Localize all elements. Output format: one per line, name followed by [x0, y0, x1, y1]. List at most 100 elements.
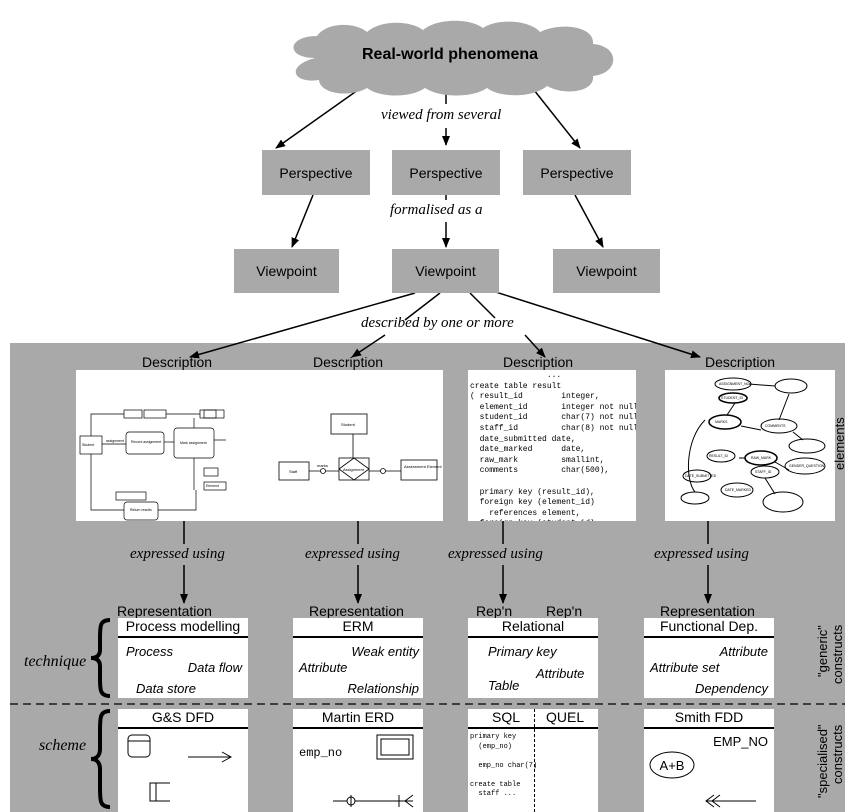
martin-erd-symbols: [333, 734, 414, 808]
description-label-2: Description: [313, 354, 384, 370]
relational-title: Relational: [501, 618, 565, 634]
technique-label: technique: [24, 653, 87, 670]
martin-erd-title: Martin ERD: [321, 709, 395, 725]
dfd-thumbnail: Student Record assignment Mark assignmen…: [76, 370, 291, 521]
erd-label-assignment: Assignment: [343, 467, 365, 472]
perspective-box-1: Perspective: [262, 150, 370, 195]
dfd-label-student: Student: [82, 443, 94, 447]
edge-label-formalised: formalised as a: [387, 202, 486, 219]
viewpoint-box-3: Viewpoint: [553, 249, 660, 293]
erd-label-staff: Staff: [289, 469, 298, 474]
representation-label-1: Representation: [117, 603, 212, 619]
fdd-label-comments: COMMENTS: [765, 424, 786, 428]
functional-dep-title: Functional Dep.: [659, 618, 759, 634]
generic-constructs-label: constructs: [830, 624, 845, 684]
emp-no-label: EMP_NO: [713, 734, 768, 749]
sql-thumbnail: ... create table result ( result_id inte…: [468, 370, 636, 521]
gs-dfd-card: G&S DFD: [118, 709, 248, 812]
attribute-item-fd: Attribute: [719, 644, 768, 659]
erd-label-marks: marks: [317, 463, 328, 468]
edge-label-viewed: viewed from several: [378, 107, 505, 124]
process-modelling-title: Process modelling: [125, 618, 241, 634]
cloud-title: Real-world phenomena: [361, 46, 539, 63]
representation-label-4: Representation: [660, 603, 755, 619]
attribute-item-rel: Attribute: [536, 666, 585, 681]
dfd-label-record: Record assignment: [131, 440, 161, 444]
fdd-label-marks: MARKS: [715, 420, 728, 424]
fdd-label-assignment: ASSIGNMENT_NO: [719, 382, 750, 386]
description-label-1: Description: [142, 354, 213, 370]
fdd-label-raw: RAW_MARK: [751, 456, 772, 460]
emp-no-attribute: emp_no: [299, 746, 343, 760]
quel-title: QUEL: [546, 709, 585, 725]
arrow-viewpoint-to-description-4: [479, 286, 701, 359]
dfd-label-return: Return results: [130, 508, 152, 512]
elements-label: elements: [832, 417, 845, 470]
weak-entity-item: Weak entity: [351, 644, 419, 659]
erm-title: ERM: [342, 618, 374, 634]
data-flow-item: Data flow: [187, 660, 242, 675]
fdd-thumbnail: ASSIGNMENT_NO STUDENT_ID MARKS COMMENTS …: [665, 370, 835, 521]
dependency-item: Dependency: [695, 681, 768, 696]
sql-title: SQL: [492, 709, 521, 725]
arrow-perspective-to-viewpoint-3: [574, 194, 604, 248]
expressed-label-3: expressed using: [445, 546, 546, 563]
erd-diagram: Student Staff Assignment Assessment Elem…: [278, 413, 442, 481]
repn-label-1: Rep'n: [476, 603, 513, 619]
specialised-label: "specialised": [815, 724, 830, 798]
fdd-label-gender: GENDER_QUESTION: [789, 464, 825, 468]
edge-label-described: described by one or more: [361, 315, 514, 331]
primary-key-item: Primary key: [488, 644, 557, 659]
relational-card: Relational Primary key Attribute Table: [468, 618, 598, 698]
erd-label-assessment: Assessment Element: [404, 464, 442, 469]
description-label-4: Description: [705, 354, 776, 370]
smith-fdd-card: Smith FDD EMP_NO A+B: [644, 709, 774, 812]
gs-dfd-symbols: [127, 734, 233, 802]
martin-erd-card: Martin ERD emp_no: [293, 709, 423, 812]
smith-fdd-symbols: [649, 751, 756, 808]
attribute-set-circle-label: A+B: [659, 758, 685, 773]
erd-label-student: Student: [341, 422, 356, 427]
dfd-diagram: Student Record assignment Mark assignmen…: [79, 409, 227, 521]
weak-entity-symbol: [376, 734, 414, 760]
viewpoint-box-1: Viewpoint: [234, 249, 339, 293]
sql-quel-card: SQL QUEL primary key (emp_no) emp_no cha…: [468, 709, 598, 812]
perspective-box-2: Perspective: [392, 150, 500, 195]
brace-scheme: [90, 709, 111, 809]
fdd-label-staff: STAFF_ID: [755, 470, 772, 474]
expressed-label-1: expressed using: [127, 546, 228, 563]
description-label-3: Description: [503, 354, 574, 370]
viewpoint-box-2: Viewpoint: [392, 249, 499, 293]
representation-label-2: Representation: [309, 603, 404, 619]
specialised-constructs-label: constructs: [830, 724, 845, 784]
cloud-shape: [293, 20, 614, 96]
generic-label: "generic": [815, 625, 830, 677]
relationship-item: Relationship: [347, 681, 419, 696]
fdd-label-result: RESULT_ID: [709, 454, 728, 458]
dfd-label-assignment: assignment: [106, 439, 124, 443]
fdd-diagram: ASSIGNMENT_NO STUDENT_ID MARKS COMMENTS …: [680, 377, 826, 513]
sql-code-text: ... create table result ( result_id inte…: [470, 371, 636, 521]
sql-scheme-code: primary key (emp_no) emp_no char(7) crea…: [470, 733, 538, 798]
perspective-box-3: Perspective: [523, 150, 631, 195]
scheme-label: scheme: [39, 737, 87, 754]
attribute-set-symbol: [649, 751, 695, 779]
process-modelling-card: Process modelling Process Data flow Data…: [118, 618, 248, 698]
dfd-label-mark: Mark assignment: [180, 441, 207, 445]
process-item: Process: [126, 644, 173, 659]
arrow-perspective-to-viewpoint-1: [291, 194, 314, 248]
fdd-label-date-mark: DATE_MARKED: [725, 488, 751, 492]
attribute-item: Attribute: [299, 660, 348, 675]
erd-thumbnail: Student Staff Assignment Assessment Elem…: [273, 370, 443, 521]
data-store-symbol: [149, 782, 170, 802]
table-item: Table: [488, 678, 520, 693]
expressed-label-2: expressed using: [302, 546, 403, 563]
fdd-label-student: STUDENT_ID: [721, 396, 743, 400]
dfd-label-element: Element: [206, 484, 219, 488]
arrow-cloud-to-perspective-1: [275, 84, 366, 149]
repn-label-2: Rep'n: [546, 603, 583, 619]
expressed-label-4: expressed using: [651, 546, 752, 563]
fdd-label-date-sub: DATE_SUBMITTED: [685, 474, 717, 478]
arrow-viewpoint-to-description-3: [469, 292, 496, 319]
